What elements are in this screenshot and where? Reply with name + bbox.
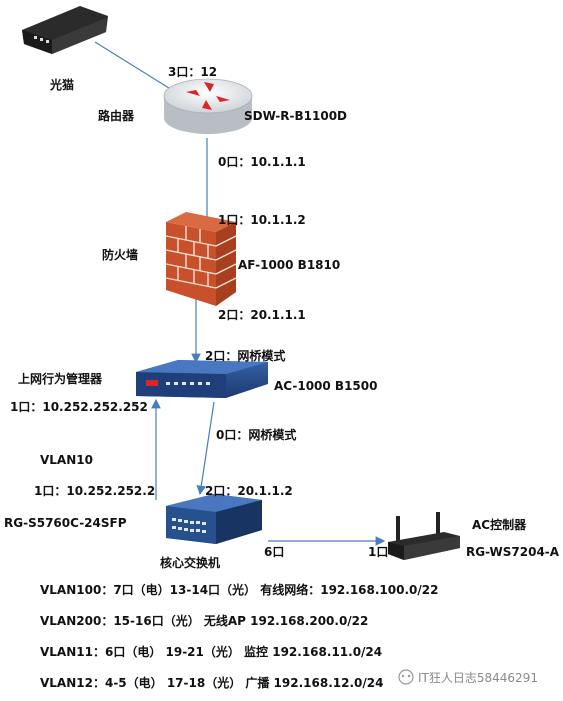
ac-controller-name: AC控制器 bbox=[472, 518, 527, 532]
router-model: SDW-R-B1100D bbox=[244, 109, 348, 123]
link-behavior-switch bbox=[196, 401, 215, 496]
firewall-icon bbox=[165, 212, 237, 306]
router-icon bbox=[163, 78, 253, 134]
behavior-manager-name: 上网行为管理器 bbox=[18, 372, 103, 386]
switch-model: RG-S5760C-24SFP bbox=[4, 516, 127, 530]
firewall-port-down: 2口：20.1.1.1 bbox=[218, 308, 306, 322]
switch-port-mgmt: 1口：10.252.252.2 bbox=[34, 484, 156, 498]
ac-controller-icon bbox=[388, 512, 460, 560]
vlan-row: VLAN11：6口（电） 19-21（光） 监控 192.168.11.0/24 bbox=[40, 645, 383, 659]
modem-icon bbox=[22, 6, 108, 54]
vlan-row: VLAN12：4-5（电） 17-18（光） 广播 192.168.12.0/2… bbox=[40, 676, 384, 690]
switch-vlan-label: VLAN10 bbox=[40, 453, 93, 467]
watermark-text: IT狂人日志58446291 bbox=[418, 671, 538, 685]
behavior-port-up: 2口：网桥模式 bbox=[205, 349, 286, 363]
behavior-port-mgmt: 1口：10.252.252.252 bbox=[10, 400, 148, 414]
firewall-name: 防火墙 bbox=[102, 248, 139, 262]
vlan-row: VLAN100：7口（电）13-14口（光） 有线网络：192.168.100.… bbox=[40, 583, 439, 597]
watermark-icon bbox=[398, 669, 414, 685]
firewall-port-up: 1口：10.1.1.2 bbox=[218, 213, 306, 227]
ac-controller-port: 1口 bbox=[368, 545, 389, 559]
router-name: 路由器 bbox=[98, 109, 135, 123]
firewall-model: AF-1000 B1810 bbox=[238, 258, 341, 272]
behavior-manager-icon bbox=[136, 360, 268, 398]
router-port-up: 3口：12 bbox=[168, 65, 218, 79]
switch-name: 核心交换机 bbox=[160, 556, 221, 570]
switch-port-up: 2口：20.1.1.2 bbox=[205, 484, 293, 498]
ac-controller-model: RG-WS7204-A bbox=[466, 545, 560, 559]
behavior-manager-model: AC-1000 B1500 bbox=[274, 379, 378, 393]
switch-port-ac: 6口 bbox=[264, 545, 285, 559]
behavior-port-down: 0口：网桥模式 bbox=[216, 428, 297, 442]
core-switch-icon bbox=[166, 494, 262, 544]
modem-name: 光猫 bbox=[50, 78, 75, 92]
router-port-down: 0口：10.1.1.1 bbox=[218, 155, 306, 169]
vlan-row: VLAN200：15-16口（光） 无线AP 192.168.200.0/22 bbox=[40, 614, 369, 628]
